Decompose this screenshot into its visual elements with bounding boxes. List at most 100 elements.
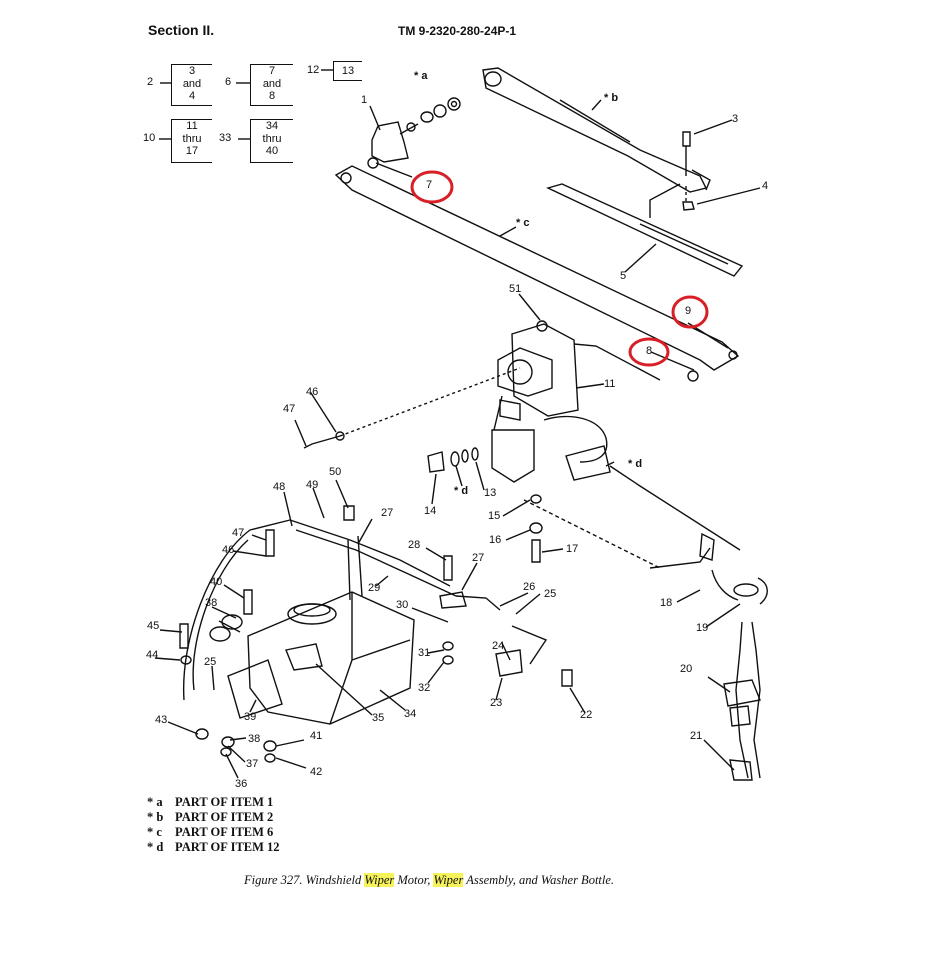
callout-38-lower: 38: [248, 733, 261, 745]
callout-30: 30: [396, 599, 409, 611]
legend-row: * b PART OF ITEM 2: [147, 810, 273, 825]
index-box-line: 7: [268, 65, 276, 77]
caption-text: Figure 327. Windshield: [244, 873, 365, 887]
legend-row: * d PART OF ITEM 12: [147, 840, 280, 855]
callout-20: 20: [680, 663, 693, 675]
index-box-6: 7 and 8: [250, 64, 293, 106]
index-ref-2: 2: [147, 76, 154, 88]
callout-27-upper: 27: [381, 507, 394, 519]
callout-8: 8: [646, 345, 653, 357]
callout-star-a: * a: [414, 70, 428, 82]
callout-star-b: * b: [604, 92, 619, 104]
callout-7: 7: [426, 179, 433, 191]
callout-49: 49: [306, 479, 319, 491]
callout-38-upper: 38: [205, 597, 218, 609]
callout-50: 50: [329, 466, 342, 478]
index-box-line: thru: [182, 132, 202, 145]
caption-text: Assembly, and Washer Bottle.: [463, 873, 615, 887]
index-box-line: thru: [262, 132, 282, 145]
callout-32: 32: [418, 682, 431, 694]
callout-1: 1: [361, 94, 368, 106]
index-box-line: 13: [341, 65, 355, 77]
callout-48: 48: [273, 481, 286, 493]
legend-text: PART OF ITEM 1: [175, 795, 274, 809]
callout-46-upper: 46: [306, 386, 319, 398]
callout-19: 19: [696, 622, 709, 634]
callout-11: 11: [604, 378, 616, 390]
index-box-line: 40: [265, 145, 279, 158]
callout-24: 24: [492, 640, 505, 652]
legend-row: * a PART OF ITEM 1: [147, 795, 273, 810]
index-box-line: 8: [268, 90, 276, 103]
callout-16: 16: [489, 534, 502, 546]
legend-text: PART OF ITEM 12: [175, 840, 280, 854]
callout-star-d-left: * d: [454, 485, 469, 497]
callout-45: 45: [147, 620, 160, 632]
callout-28: 28: [408, 539, 421, 551]
callout-17: 17: [566, 543, 579, 555]
callout-25-left: 25: [204, 656, 217, 668]
index-box-line: 3: [188, 65, 196, 77]
callout-42: 42: [310, 766, 323, 778]
index-box-12: 13: [333, 61, 362, 81]
index-box-line: 17: [185, 145, 199, 158]
index-box-line: 4: [188, 90, 196, 103]
callout-35: 35: [372, 712, 385, 724]
callout-9: 9: [685, 305, 692, 317]
legend-row: * c PART OF ITEM 6: [147, 825, 273, 840]
caption-text: Motor,: [394, 873, 434, 887]
callout-37: 37: [246, 758, 259, 770]
callout-3: 3: [732, 113, 739, 125]
index-box-line: 34: [265, 120, 279, 132]
callout-star-d-right: * d: [628, 458, 643, 470]
callout-22: 22: [580, 709, 593, 721]
callout-44: 44: [146, 649, 159, 661]
legend-key: * c: [147, 825, 162, 839]
callout-47-lower: 47: [232, 527, 245, 539]
index-box-33: 34 thru 40: [250, 119, 293, 163]
callout-47-upper: 47: [283, 403, 296, 415]
callout-46-lower: 46: [222, 544, 235, 556]
callout-51: 51: [509, 283, 522, 295]
callout-27-lower: 27: [472, 552, 485, 564]
callout-23: 23: [490, 697, 503, 709]
index-box-line: and: [182, 77, 202, 90]
callout-43: 43: [155, 714, 168, 726]
callout-14: 14: [424, 505, 437, 517]
callout-25-right: 25: [544, 588, 557, 600]
legend-text: PART OF ITEM 6: [175, 825, 274, 839]
callout-29: 29: [368, 582, 381, 594]
index-ref-33: 33: [219, 132, 232, 144]
callout-4: 4: [762, 180, 769, 192]
legend-text: PART OF ITEM 2: [175, 810, 274, 824]
callout-15: 15: [488, 510, 501, 522]
callout-41: 41: [310, 730, 323, 742]
callout-40: 40: [210, 576, 223, 588]
callout-31: 31: [418, 647, 431, 659]
callout-21: 21: [690, 730, 703, 742]
callout-34: 34: [404, 708, 417, 720]
index-ref-6: 6: [225, 76, 232, 88]
legend-key: * a: [147, 795, 163, 809]
index-box-line: 11: [186, 120, 198, 132]
callout-star-c: * c: [516, 217, 530, 229]
index-box-10: 11 thru 17: [171, 119, 212, 163]
caption-highlight: Wiper: [364, 873, 395, 887]
index-ref-12: 12: [307, 64, 320, 76]
index-ref-10: 10: [143, 132, 156, 144]
figure-caption: Figure 327. Windshield Wiper Motor, Wipe…: [244, 873, 614, 888]
index-box-2: 3 and 4: [171, 64, 212, 106]
callout-26: 26: [523, 581, 536, 593]
tm-number: TM 9-2320-280-24P-1: [398, 24, 517, 38]
callout-5: 5: [620, 270, 627, 282]
index-box-line: and: [262, 77, 282, 90]
callout-18: 18: [660, 597, 673, 609]
legend-key: * d: [147, 840, 164, 854]
caption-highlight: Wiper: [433, 873, 464, 887]
callout-39: 39: [244, 711, 257, 723]
legend-key: * b: [147, 810, 164, 824]
section-label: Section II.: [148, 22, 215, 38]
callout-13: 13: [484, 487, 497, 499]
callout-36: 36: [235, 778, 248, 790]
